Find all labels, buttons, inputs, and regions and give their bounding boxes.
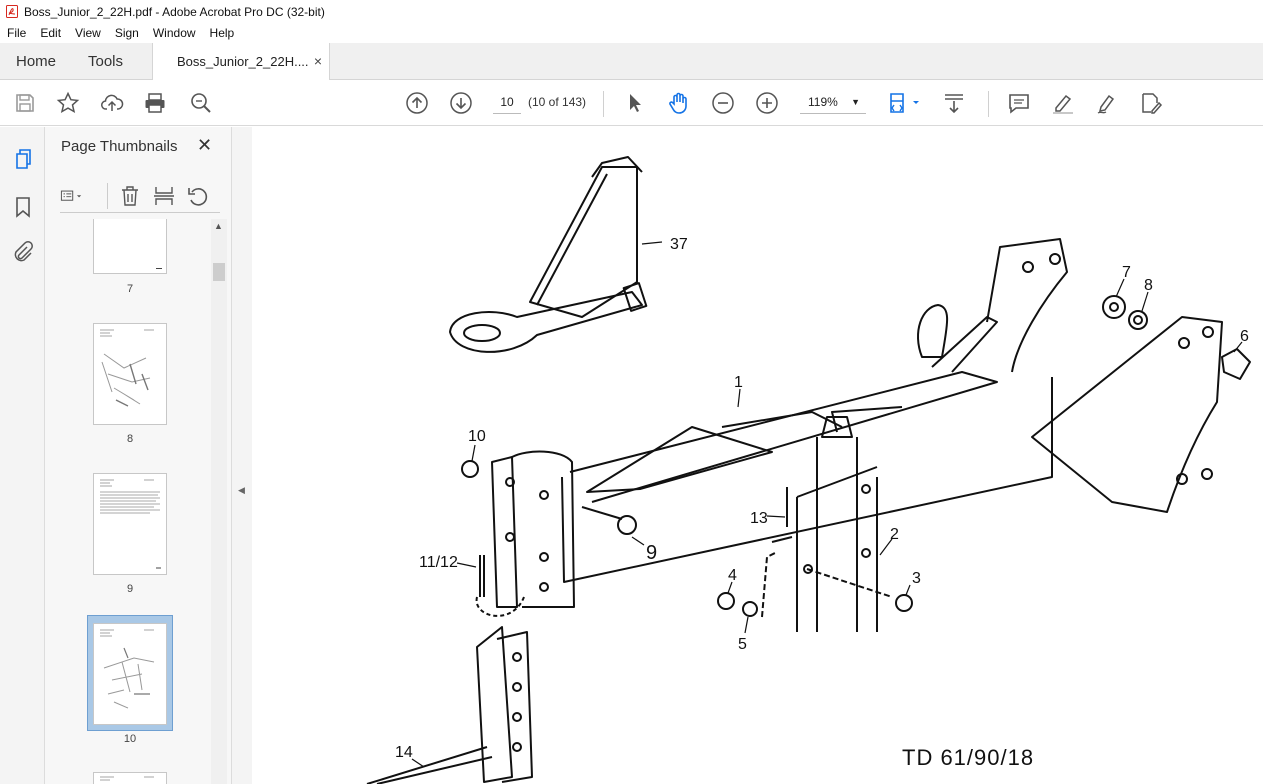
scroll-mode-icon[interactable] <box>942 91 966 115</box>
tab-close-button[interactable]: × <box>313 53 322 69</box>
acrobat-app-icon <box>6 5 18 18</box>
thumbnail-scrollbar[interactable]: ▲ <box>211 219 227 784</box>
drawing-code: TD 61/90/18 <box>902 745 1034 770</box>
thumbnail-drawing <box>100 629 155 709</box>
zoom-search-icon[interactable] <box>189 91 213 115</box>
zoom-in-icon[interactable] <box>755 91 779 115</box>
window-title: Boss_Junior_2_22H.pdf - Adobe Acrobat Pr… <box>24 4 325 19</box>
tab-document-label: Boss_Junior_2_22H.... <box>177 54 309 69</box>
page-thumbnails-icon[interactable] <box>11 147 35 171</box>
document-view[interactable]: 37 1 7 8 6 10 9 13 2 3 11/12 4 5 14 TD 6… <box>252 127 1263 784</box>
chevron-down-icon: ▼ <box>851 97 860 107</box>
thumbnail-label: 8 <box>126 433 134 445</box>
thumbnail-page-10[interactable] <box>93 623 167 725</box>
thumbnail-page-11[interactable] <box>93 772 167 784</box>
part-label: 10 <box>468 428 486 445</box>
thumbnail-drawing <box>100 329 154 407</box>
upload-cloud-icon[interactable] <box>100 91 124 115</box>
save-icon[interactable] <box>13 91 37 115</box>
tab-tools[interactable]: Tools <box>88 53 124 70</box>
title-bar: Boss_Junior_2_22H.pdf - Adobe Acrobat Pr… <box>0 0 1263 23</box>
menu-bar: File Edit View Sign Window Help <box>0 23 1263 43</box>
star-icon[interactable] <box>56 91 80 115</box>
hand-tool-icon[interactable] <box>667 91 691 115</box>
part-label: 1 <box>734 374 743 391</box>
thumbnail-list: 7 8 9 10 <box>45 219 211 784</box>
menu-file[interactable]: File <box>7 26 27 40</box>
thumbnail-options-icon[interactable] <box>60 183 84 209</box>
collapse-panel-icon[interactable]: ◀ <box>238 485 245 495</box>
page-thumbnails-panel: Page Thumbnails ✕ 7 8 <box>45 127 231 784</box>
thumbnail-page-9[interactable] <box>93 473 167 575</box>
part-label: 37 <box>670 236 688 253</box>
panel-close-button[interactable]: ✕ <box>197 135 213 155</box>
select-pointer-icon[interactable] <box>622 91 646 115</box>
toolbar <box>0 80 1263 126</box>
page-number-input[interactable] <box>493 90 521 114</box>
menu-sign[interactable]: Sign <box>114 26 139 40</box>
part-label: 5 <box>738 636 747 653</box>
bookmarks-icon[interactable] <box>11 195 35 219</box>
thumbnail-page-7[interactable] <box>93 219 167 274</box>
comment-icon[interactable] <box>1007 91 1031 115</box>
highlight-pen-icon[interactable] <box>1051 91 1075 115</box>
scrollbar-thumb[interactable] <box>213 263 225 281</box>
delete-page-icon[interactable] <box>118 183 142 209</box>
part-label: 13 <box>750 510 768 527</box>
tab-home[interactable]: Home <box>16 53 57 70</box>
part-label: 2 <box>890 526 899 543</box>
next-page-icon[interactable] <box>449 91 473 115</box>
thumbnail-text <box>100 776 154 781</box>
part-label: 11/12 <box>419 554 458 571</box>
thumbnail-text <box>100 479 161 569</box>
attachments-icon[interactable] <box>11 240 35 264</box>
thumbnail-tools <box>60 183 220 213</box>
extract-pages-icon[interactable] <box>152 183 176 209</box>
part-label: 6 <box>1240 328 1249 345</box>
tab-document[interactable]: Boss_Junior_2_22H.... × <box>152 43 330 81</box>
fit-page-icon[interactable] <box>888 91 922 115</box>
page-count-label: (10 of 143) <box>528 95 587 109</box>
thumbnail-label: 10 <box>123 733 137 745</box>
previous-page-icon[interactable] <box>405 91 429 115</box>
menu-view[interactable]: View <box>75 26 101 40</box>
tab-bar: Home Tools Boss_Junior_2_22H.... × <box>0 43 1263 81</box>
print-icon[interactable] <box>143 91 167 115</box>
rotate-page-icon[interactable] <box>186 183 210 209</box>
zoom-out-icon[interactable] <box>711 91 735 115</box>
part-label: 4 <box>728 567 737 584</box>
left-navigation-rail <box>0 127 45 784</box>
menu-help[interactable]: Help <box>209 26 235 40</box>
part-label: 9 <box>646 542 657 564</box>
part-label: 14 <box>395 744 413 761</box>
panel-collapse-strip: ◀ <box>231 127 252 784</box>
menu-edit[interactable]: Edit <box>40 26 62 40</box>
thumbnail-label: 9 <box>126 583 134 595</box>
part-label: 7 <box>1122 264 1131 281</box>
technical-drawing: 37 1 7 8 6 10 9 13 2 3 11/12 4 5 14 TD 6… <box>366 156 1251 784</box>
thumbnail-label: 7 <box>126 283 134 295</box>
part-label: 3 <box>912 570 921 587</box>
edit-pdf-icon[interactable] <box>1139 91 1163 115</box>
thumbnail-page-8[interactable] <box>93 323 167 425</box>
zoom-level-value: 119% <box>808 95 838 109</box>
sign-pen-icon[interactable] <box>1095 91 1119 115</box>
panel-title: Page Thumbnails <box>61 138 178 155</box>
scroll-up-arrow-icon[interactable]: ▲ <box>214 221 223 231</box>
zoom-level-select[interactable]: 119% ▼ <box>800 90 866 114</box>
part-label: 8 <box>1144 277 1153 294</box>
menu-window[interactable]: Window <box>152 26 196 40</box>
